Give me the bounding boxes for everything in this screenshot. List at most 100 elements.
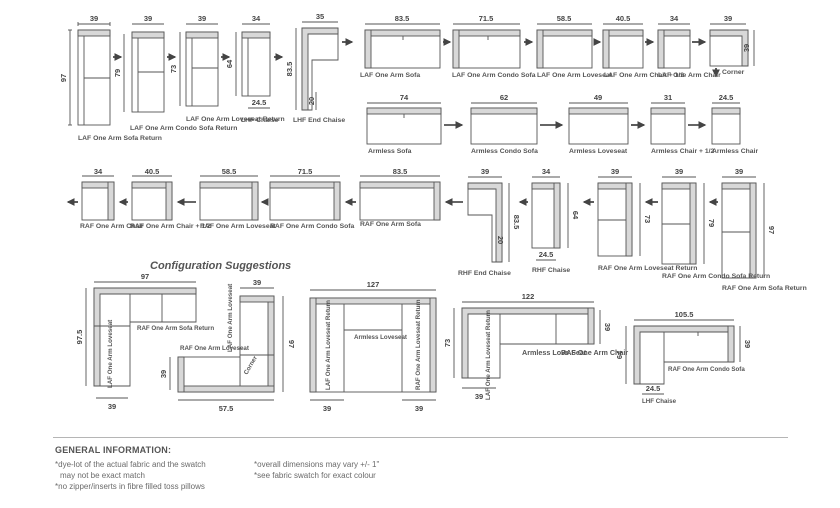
label-raf-chair: RAF One Arm Chair [80,223,144,230]
dim-armless-chair: 24.5 [719,93,734,102]
armless-sofa-piece [366,102,442,145]
laf-loveseat-piece [536,23,593,69]
flow-arrows [66,38,720,206]
depth-lhf-end-chaise: 83.5 [285,62,294,77]
label-laf-sofa-return: LAF One Arm Sofa Return [78,135,162,142]
dim-laf-condo-sofa: 71.5 [479,14,494,23]
raf-loveseat-return-piece [597,176,641,257]
label-corner: Corner [722,69,745,76]
config-3-drawing [309,289,437,401]
lhf-chaise-piece [235,23,271,109]
label-lhf-end-chaise: LHF End Chaise [293,117,345,124]
label-armless-loveseat: Armless Loveseat [569,148,628,155]
dim-raf-chair-half: 40.5 [145,167,160,176]
config5-top-dim: 105.5 [675,310,694,319]
dim-raf-condo-sofa: 71.5 [298,167,313,176]
dim-raf-sofa-return: 39 [735,167,743,176]
laf-loveseat-return-piece [179,23,219,107]
label-laf-sofa: LAF One Arm Sofa [360,72,420,79]
note-swatch: *see fabric swatch for exact colour [254,471,376,480]
config4-right-dim: 39 [603,323,612,331]
dim-laf-condo-return: 39 [144,14,152,23]
config5-right-dim: 39 [743,340,752,348]
config-1-drawing [85,281,197,399]
dim-corner: 39 [724,14,732,23]
config4-label-a: Armless Love Seat [522,348,587,357]
dim-laf-sofa: 83.5 [395,14,410,23]
depth-raf-condo-return: 79 [707,219,716,227]
config5-label-a: RAF One Arm Condo Sofa [668,366,745,373]
config4-label-b: RAF One Arm Chair [561,348,628,357]
depth-raf-loveseat-return: 73 [643,215,652,223]
label-rhf-end-chaise: RHF End Chaise [458,270,511,277]
depth-laf-condo-return: 79 [113,69,122,77]
armless-condo-sofa-piece [470,102,538,145]
label-laf-loveseat: LAF One Arm Loveseat [537,72,613,79]
sectional-diagram: 39 97 39 79 39 73 34 64 24.5 35 83.5 20 … [59,12,807,413]
extra-rhf-chaise: 24.5 [539,250,554,259]
label-armless-condo: Armless Condo Sofa [471,148,538,155]
config2-right-dim: 97 [287,340,296,348]
laf-sofa-return-piece [68,22,111,126]
lhf-end-chaise-piece [295,21,339,111]
config4-bottom-dim: 39 [475,392,483,401]
divider [53,437,788,438]
armless-chair-half-piece [650,102,686,145]
config3-label-a: Armless Loveseat [354,334,407,341]
config2-bottom-dim: 57.5 [219,404,234,413]
dim-raf-loveseat-return: 39 [611,167,619,176]
config4-top-dim: 122 [522,292,535,301]
config3-label-b: LAF One Arm Loveseat Return [325,300,332,390]
config4-label-c: LAF One Arm Loveseat Return [485,310,492,400]
label-armless-sofa: Armless Sofa [368,148,412,155]
dim-lhf-chaise: 34 [252,14,261,23]
note-dimensions: *overall dimensions may vary +/- 1" [254,460,380,469]
label-laf-loveseat-return: LAF One Arm Loveseat Return [186,116,285,123]
dim-laf-loveseat-return: 39 [198,14,206,23]
dim-raf-sofa: 83.5 [393,167,408,176]
config-2-drawing [169,287,284,401]
extra-lhf-end-chaise: 20 [307,97,316,105]
label-lhf-chaise: LHF Chaise [241,117,279,124]
depth-rhf-end-chaise: 83.5 [512,215,521,230]
config3-top-dim: 127 [367,280,380,289]
armless-loveseat-piece [568,102,629,145]
label-raf-loveseat-return: RAF One Arm Loveseat Return [598,265,697,272]
config5-label-b: LHF Chaise [642,398,677,405]
config2-label-b: LAF One Arm Loveseat [227,284,234,352]
depth-lhf-chaise: 64 [225,59,234,68]
config2-top-dim: 39 [253,278,261,287]
dim-raf-chair: 34 [94,167,103,176]
config2-left-dim: 39 [159,370,168,378]
dim-rhf-chaise: 34 [542,167,551,176]
raf-chair-piece [81,175,115,221]
laf-chair-half-piece [602,23,644,69]
label-laf-chair-half: LAF One Arm Chair + 1/2 [604,72,684,79]
config1-side-dim: 97.5 [75,330,84,345]
corner-piece [709,23,755,67]
raf-condo-sofa-piece [269,175,341,221]
note-dye-lot-cont: may not be exact match [60,471,145,480]
armless-chair-piece [711,102,741,145]
dim-laf-loveseat: 58.5 [557,14,572,23]
dim-raf-loveseat: 58.5 [222,167,237,176]
general-info-heading: GENERAL INFORMATION: [55,445,172,455]
laf-condo-sofa-piece [452,23,521,69]
raf-sofa-return-piece [721,176,765,279]
rhf-end-chaise-piece [467,176,510,263]
dim-laf-chair: 34 [670,14,679,23]
dim-armless-loveseat: 49 [594,93,602,102]
laf-condo-return-piece [123,23,165,113]
label-raf-sofa-return: RAF One Arm Sofa Return [722,285,807,292]
config1-label-a: RAF One Arm Sofa Return [137,325,214,332]
extra-rhf-end-chaise: 20 [496,236,505,244]
dim-laf-chair-half: 40.5 [616,14,631,23]
config1-label-b: LAF One Arm Loveseat [107,320,114,388]
laf-sofa-piece [364,23,441,69]
label-laf-chair: LAF One Arm Chair [658,72,721,79]
configuration-suggestions-title: Configuration Suggestions [150,260,291,272]
config-5-drawing [625,319,741,395]
label-armless-chair-half: Armless Chair + 1/2 [651,148,715,155]
dim-armless-sofa: 74 [400,93,409,102]
extra-lhf-chaise: 24.5 [252,98,267,107]
